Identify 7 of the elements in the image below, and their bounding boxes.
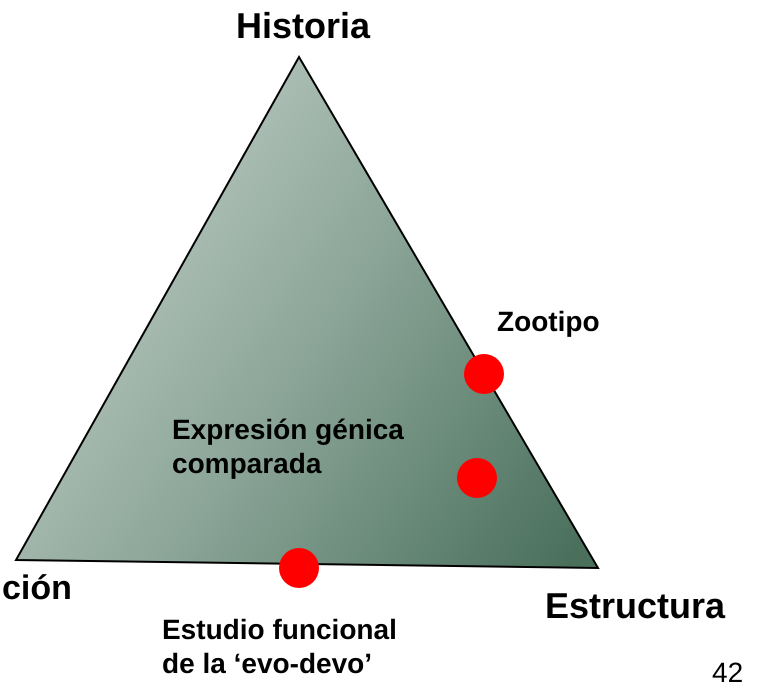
- point-label: Expresión génica comparada: [172, 413, 405, 480]
- point-label: Zootipo: [497, 305, 600, 339]
- page-number: 42: [712, 656, 744, 690]
- vertex-label: Historia: [236, 4, 370, 48]
- point-label: Estudio funcional de la ‘evo-devo’: [162, 613, 398, 680]
- vertex-label: Estructura: [545, 584, 726, 628]
- vertex-label: ción: [2, 568, 72, 609]
